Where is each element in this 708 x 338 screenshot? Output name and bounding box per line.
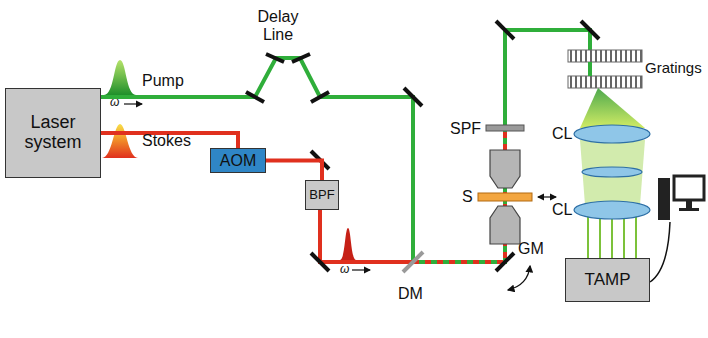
- part-label: CL: [552, 201, 572, 219]
- beam-label: Pump: [142, 72, 184, 90]
- part-label: Delay Line: [243, 8, 313, 43]
- part-label: DM: [398, 285, 423, 303]
- part-label: CL: [552, 125, 572, 143]
- frequency-symbol: ω: [340, 263, 349, 276]
- part-label: Gratings: [645, 60, 702, 77]
- box-text: AOM: [220, 152, 256, 170]
- modulator-box: AOM: [210, 148, 266, 173]
- box-text: Laser system: [6, 113, 100, 153]
- detector-box: TAMP: [565, 258, 650, 302]
- box-text: BPF: [309, 188, 334, 202]
- box-text: TAMP: [585, 271, 631, 290]
- part-label: GM: [518, 240, 544, 258]
- filter-box: BPF: [305, 180, 339, 210]
- laser-box: Laser system: [5, 88, 101, 178]
- beam-path: [266, 161, 322, 181]
- frequency-symbol: ω: [110, 96, 119, 109]
- part-label: S: [462, 188, 473, 206]
- part-label: SPF: [450, 120, 481, 138]
- beam-label: Stokes: [142, 132, 191, 150]
